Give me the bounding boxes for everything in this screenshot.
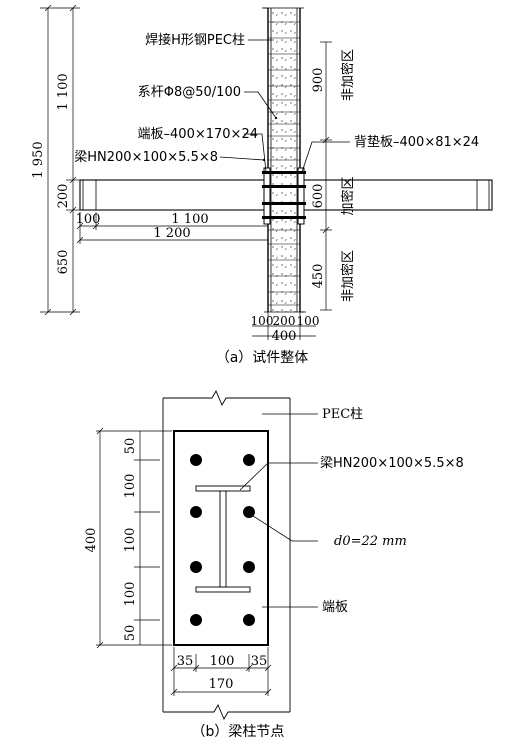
pec-column-outline	[162, 389, 291, 721]
dim-total-height: 1 950	[31, 141, 46, 178]
dim-edge-right: 35	[251, 654, 268, 669]
label-tie-bar: 系杆Φ8@50/100	[138, 85, 241, 100]
plate-width-dimension-lines	[170, 647, 272, 696]
zone-label-lower: 非加密区	[340, 250, 356, 302]
zone-label-upper: 非加密区	[340, 49, 356, 101]
dim-beam-length: 1 100	[171, 212, 208, 227]
label-end-plate: 端板–400×170×24	[138, 127, 258, 142]
dim-col-c: 100	[297, 314, 320, 328]
bolt-holes	[190, 454, 255, 626]
dim-zone-middle: 600	[311, 184, 326, 209]
dim-zone-upper: 900	[311, 68, 326, 93]
beam-dimension-lines	[76, 212, 268, 244]
zone-dimension-lines	[320, 41, 332, 311]
leader-lines-b	[239, 413, 318, 608]
pec-column	[262, 7, 306, 313]
label-beam-b: 梁HN200×100×5.5×8	[320, 456, 464, 471]
dim-plate-height: 400	[84, 528, 99, 553]
dim-edge-left: 35	[177, 654, 194, 669]
dim-beam-depth: 200	[56, 184, 71, 209]
label-backing-plate: 背垫板–400×81×24	[354, 134, 479, 150]
dim-zone-lower: 450	[311, 264, 326, 289]
joint-end-plates	[262, 167, 306, 225]
dim-beam-total: 1 200	[153, 226, 190, 241]
caption-b: （b）梁柱节点	[192, 724, 285, 740]
left-dimension-lines	[40, 4, 80, 316]
dim-spacing-1: 50	[123, 438, 138, 455]
base-dimension-lines	[252, 312, 316, 340]
dim-spacing-5: 50	[123, 625, 138, 642]
part-b-joint: 400 50 100 100 100 50 35 100 35 170	[84, 389, 464, 740]
caption-a: （a）试件整体	[216, 350, 309, 366]
dim-beam-offset: 100	[76, 212, 101, 227]
label-bolt-hole: d0=22 mm	[334, 534, 407, 549]
zone-label-middle: 加密区	[340, 176, 356, 215]
dim-spacing-4: 100	[123, 582, 138, 607]
label-pec-column: PEC柱	[322, 407, 363, 422]
label-column: 焊接H形钢PEC柱	[145, 32, 245, 48]
plate-height-dimension-lines	[96, 427, 172, 649]
leader-lines	[219, 39, 350, 174]
label-beam: 梁HN200×100×5.5×8	[74, 150, 218, 165]
dim-plate-width: 170	[209, 677, 234, 692]
part-a-specimen: 1 950 1 100 200 650	[31, 4, 493, 366]
dim-col-width: 400	[272, 329, 297, 344]
dim-spacing-2: 100	[123, 474, 138, 499]
dim-lower-height: 650	[56, 250, 71, 275]
dim-col-b: 200	[273, 314, 296, 328]
dim-upper-height: 1 100	[56, 73, 71, 110]
dim-col-a: 100	[251, 314, 274, 328]
end-plate	[173, 430, 269, 646]
dim-spacing-3: 100	[123, 528, 138, 553]
beam-section	[195, 485, 251, 593]
dim-mid: 100	[210, 654, 235, 669]
label-end-plate-b: 端板	[322, 600, 348, 615]
